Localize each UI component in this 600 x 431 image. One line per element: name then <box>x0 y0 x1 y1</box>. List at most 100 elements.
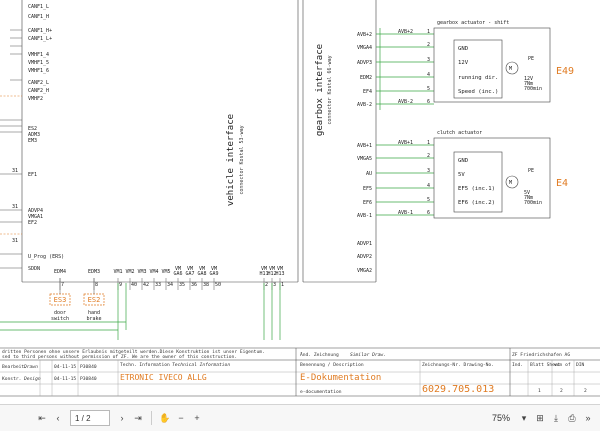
left-pin-number: 31 <box>12 168 18 174</box>
bottom-pin-label: EDM3 <box>88 269 100 275</box>
shift-pe-label: PE <box>528 56 534 62</box>
first-page-icon[interactable]: ⇤ <box>38 412 46 423</box>
bottom-pin-number: 2 <box>265 282 268 288</box>
toolbar-divider <box>151 411 152 425</box>
left-signal-label: CANF2_H <box>28 88 49 94</box>
shift-actuator: gearbox actuator - shift GND 12V running d… <box>433 20 574 103</box>
shift-actuator-row: Speed (inc.) <box>458 89 498 95</box>
left-signal-label: VMHF2 <box>28 96 43 102</box>
bottom-pin-number: 50 <box>215 282 221 288</box>
left-signal-label: VMGA1 <box>28 214 43 220</box>
pdf-viewer-toolbar: ⇤ ‹ 1 / 2 › ⇥ ✋ − + 75% ▾ ⊞ ⤓ ⎙ » <box>0 404 600 431</box>
bottom-pin-number: 42 <box>143 282 149 288</box>
switch-caption: door <box>54 310 66 316</box>
title-row-role: Konstr. <box>2 376 21 382</box>
wire-number: 4 <box>427 72 430 78</box>
wire-label: AVB+1 <box>398 140 413 146</box>
clutch-actuator-tag: E4 <box>556 178 568 189</box>
bottom-pin-label: EDM4 <box>54 269 66 275</box>
shift-motor-spec: 7Nm <box>524 81 533 87</box>
ind-label: Ind. <box>512 362 523 368</box>
sheet-total: 2 <box>560 388 563 394</box>
left-signal-label: EF1 <box>28 172 37 178</box>
gearbox-pin-label: EF4 <box>363 89 372 95</box>
shift-actuator-title: gearbox actuator - shift <box>437 20 509 26</box>
clutch-actuator-title: clutch actuator <box>437 130 482 136</box>
revision-de: Änd. Zeichnung <box>300 351 339 358</box>
bottom-pin-number: 38 <box>203 282 209 288</box>
clutch-pe-label: PE <box>528 168 534 174</box>
last-page-icon[interactable]: ⇥ <box>134 412 142 423</box>
title-row-role: Bearbeit. <box>2 364 27 370</box>
left-signal-label: EM3 <box>28 138 37 144</box>
left-signal-label: CANF1_H+ <box>28 28 52 34</box>
gearbox-pin-label: AVB+2 <box>357 32 372 38</box>
bottom-pin-number: 8 <box>95 282 98 288</box>
bottom-pin-number: 3 <box>273 282 276 288</box>
gearbox-pin-label: AVB+1 <box>357 143 372 149</box>
shift-actuator-row: GND <box>458 46 469 52</box>
left-pin-number: 31 <box>12 204 18 210</box>
sheet-number: 1 <box>538 388 541 394</box>
bottom-pin-number: 9 <box>119 282 122 288</box>
gearbox-pin-label: EF6 <box>363 200 372 206</box>
left-signal-label: VMHF1_4 <box>28 52 49 58</box>
title-row-signature: P30840 <box>80 364 97 370</box>
zoom-dropdown-icon[interactable]: ▾ <box>521 412 527 423</box>
next-page-icon[interactable]: › <box>120 413 124 423</box>
clutch-actuator-row: EF5 (inc.1) <box>458 186 495 192</box>
vehicle-interface-title: vehicle interface <box>226 114 236 206</box>
print-icon[interactable]: ⎙ <box>568 412 576 423</box>
tech-info-de: Techn. Information <box>120 362 170 368</box>
left-signal-label: VMHF1_5 <box>28 60 49 66</box>
wire-number: 5 <box>427 197 430 203</box>
title-row-date: 04-11-15 <box>54 376 76 382</box>
title-block: dritten Personen ohne unsere Erlaubnis m… <box>0 347 600 397</box>
zoom-out-icon[interactable]: − <box>178 413 184 423</box>
left-signal-label: CANF2_L <box>28 80 49 86</box>
doc-title-de: E-Dokumentation <box>300 373 381 383</box>
wire-number: 1 <box>427 140 430 146</box>
bottom-pin-label: VM2 <box>125 269 134 275</box>
wire-number: 2 <box>427 153 430 159</box>
more-icon[interactable]: » <box>585 413 591 423</box>
fit-page-icon[interactable]: ⊞ <box>536 412 544 423</box>
gearbox-pin-label: EF5 <box>363 186 372 192</box>
left-signal-label: CANF1_L <box>28 4 49 10</box>
gearbox-pin-label: ADVP3 <box>357 60 372 66</box>
clutch-actuator-row: 5V <box>458 172 465 178</box>
switch-tag: ES2 <box>88 296 101 304</box>
gearbox-interface-title: gearbox interface <box>315 44 325 136</box>
wire-label: AVB-1 <box>398 210 413 216</box>
wire-number: 3 <box>427 168 430 174</box>
switch-tag: ES3 <box>54 296 67 304</box>
left-signal-label: CANF1_H <box>28 14 49 20</box>
wire-number: 2 <box>427 42 430 48</box>
shift-actuator-row: running dir. <box>458 75 498 81</box>
left-signal-label: U_Prog (ERS) <box>28 254 64 260</box>
shift-actuator-row: 12V <box>458 60 469 66</box>
title-row-date: 04-11-15 <box>54 364 76 370</box>
switch-caption: brake <box>86 316 101 322</box>
din-value: 2 <box>584 388 587 394</box>
prev-page-icon[interactable]: ‹ <box>56 413 60 423</box>
pan-hand-icon[interactable]: ✋ <box>159 412 171 423</box>
wire-number: 3 <box>427 57 430 63</box>
doc-title-en: e-documentation <box>300 389 342 395</box>
of-label: von of <box>554 362 571 368</box>
download-icon[interactable]: ⤓ <box>554 412 558 423</box>
shift-motor-label: M <box>509 66 512 72</box>
gearbox-pin-label: AVB-1 <box>357 213 372 219</box>
zoom-level[interactable]: 75% <box>491 413 510 423</box>
clutch-motor-spec: 7Nm <box>524 195 533 201</box>
left-signal-label: VMHF1_6 <box>28 68 49 74</box>
gearbox-pin-label: VMGA4 <box>357 45 372 51</box>
zoom-in-icon[interactable]: + <box>194 413 200 423</box>
gearbox-interface-subtitle: connector Kostal 66-way <box>327 55 333 124</box>
page-number-field[interactable]: 1 / 2 <box>70 410 110 426</box>
gearbox-pin-label: VMGA5 <box>357 156 372 162</box>
bottom-pin-label: VM1 <box>113 269 122 275</box>
